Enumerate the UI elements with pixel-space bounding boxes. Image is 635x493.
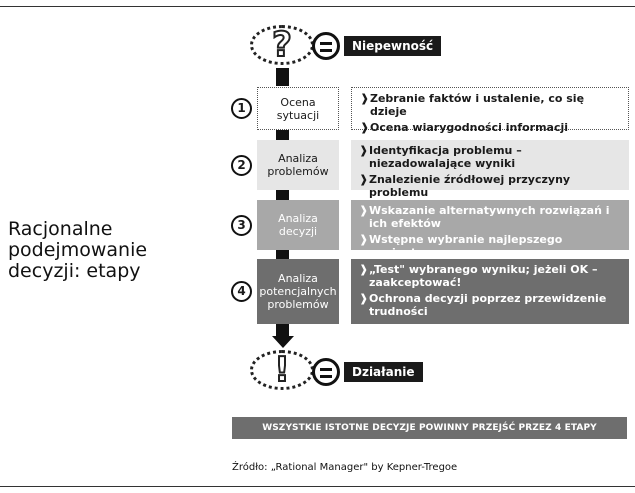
connector-top	[276, 68, 289, 86]
stage-number: 4	[231, 281, 252, 302]
stage-detail-text: Wstępne wybranie najlepszego wariantu	[369, 233, 563, 259]
chevron-bullet-icon: ❱	[359, 204, 369, 217]
chevron-bullet-icon: ❱	[360, 92, 370, 105]
connector-bottom	[276, 324, 289, 338]
equals-icon-bottom	[312, 358, 340, 386]
stage-detail-box: ❱Zebranie faktów i ustalenie, co się dzi…	[351, 87, 629, 134]
stage-title-line: sytuacji	[276, 108, 320, 122]
stage-detail-box: ❱„Test" wybranego wyniku; jeżeli OK – za…	[351, 259, 629, 324]
chevron-bullet-icon: ❱	[359, 173, 369, 186]
exclamation-mark-icon: !	[273, 350, 290, 390]
stage-detail-item: ❱„Test" wybranego wyniku; jeżeli OK – za…	[359, 263, 621, 289]
stage-number: 3	[231, 214, 252, 236]
source-note: Źródło: „Rational Manager" by Kepner-Tre…	[232, 462, 458, 473]
summary-banner: WSZYSTKIE ISTOTNE DECYZJE POWINNY PRZEJŚ…	[232, 417, 627, 439]
down-arrow-icon	[272, 336, 294, 348]
stage-detail-text: Znalezienie źródłowej przyczyny problemu	[369, 173, 571, 199]
stage-title-line: problemów	[267, 165, 329, 178]
stage-title-line: decyzji	[278, 225, 318, 238]
stage-detail-item: ❱Ochrona decyzji poprzez przewidzenie tr…	[359, 292, 621, 318]
question-mark-icon: ?	[271, 25, 293, 65]
chevron-bullet-icon: ❱	[359, 233, 369, 246]
side-title: Racjonalne podejmowanie decyzji: etapy	[8, 219, 158, 282]
bottom-rule	[0, 486, 635, 487]
stage-detail-item: ❱Znalezienie źródłowej przyczyny problem…	[359, 173, 621, 199]
action-circle: !	[250, 350, 314, 390]
stage-number: 1	[231, 98, 252, 119]
connector-1	[276, 130, 289, 140]
side-title-line-2: podejmowanie	[8, 239, 148, 261]
stage-detail-text: „Test" wybranego wyniku; jeżeli OK – zaa…	[369, 263, 598, 289]
stage-title-line: Analiza	[278, 212, 318, 225]
stage-title-line: Analiza	[278, 152, 318, 165]
chevron-bullet-icon: ❱	[360, 121, 370, 134]
stage-detail-text: Wskazanie alternatywnych rozwiązań i ich…	[369, 204, 610, 230]
stage-detail-item: ❱Identyfikacja problemu – niezadowalając…	[359, 144, 621, 170]
connector-3	[276, 250, 289, 259]
connector-2	[276, 190, 289, 200]
action-label: Działanie	[344, 362, 423, 382]
chevron-bullet-icon: ❱	[359, 263, 369, 276]
stage-detail-item: ❱Wstępne wybranie najlepszego wariantu	[359, 233, 621, 259]
uncertainty-circle: ?	[250, 25, 314, 65]
side-title-line-3: decyzji: etapy	[8, 260, 141, 282]
chevron-bullet-icon: ❱	[359, 292, 369, 305]
side-title-line-1: Racjonalne	[8, 218, 113, 240]
stage-title-line: potencjalnych	[259, 285, 337, 298]
equals-icon	[312, 32, 340, 60]
top-rule	[0, 6, 635, 7]
stage-detail-text: Ochrona decyzji poprzez przewidzenie tru…	[369, 292, 607, 318]
stage-detail-item: ❱Ocena wiarygodności informacji	[360, 121, 620, 134]
stage-detail-text: Identyfikacja problemu – niezadowalające…	[369, 144, 522, 170]
stage-title-line: Analiza	[278, 272, 318, 285]
stage-detail-text: Zebranie faktów i ustalenie, co się dzie…	[370, 92, 585, 118]
uncertainty-label: Niepewność	[344, 36, 442, 56]
stage-detail-item: ❱Wskazanie alternatywnych rozwiązań i ic…	[359, 204, 621, 230]
stage-title-line: Ocena	[280, 95, 316, 109]
stage-detail-text: Ocena wiarygodności informacji	[370, 121, 569, 134]
stage-title-line: problemów	[267, 298, 329, 311]
stage-detail-box: ❱Identyfikacja problemu – niezadowalając…	[351, 140, 629, 199]
stage-detail-box: ❱Wskazanie alternatywnych rozwiązań i ic…	[351, 200, 629, 259]
chevron-bullet-icon: ❱	[359, 144, 369, 157]
stage-detail-item: ❱Zebranie faktów i ustalenie, co się dzi…	[360, 92, 620, 118]
stage-number: 2	[231, 154, 252, 176]
